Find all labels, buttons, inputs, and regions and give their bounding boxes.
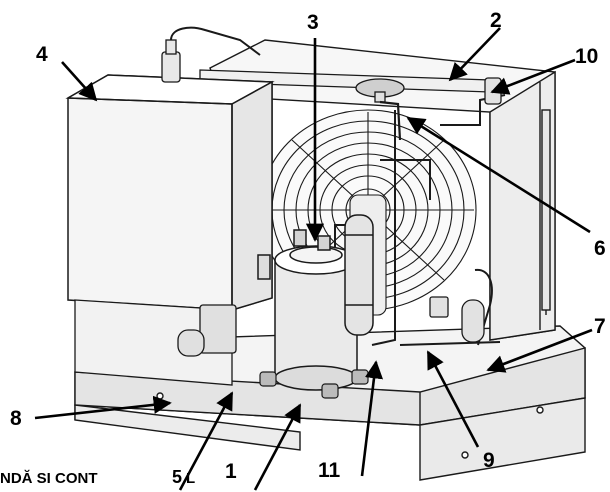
caption-tail: L [186, 470, 196, 487]
callout-9: 9 [483, 449, 495, 472]
compressor [274, 214, 374, 391]
electrical-box [65, 74, 275, 312]
pressure-switch [177, 304, 237, 357]
callout-6: 6 [594, 237, 606, 260]
callout-5: 5 [172, 467, 183, 487]
callout-3: 3 [307, 11, 319, 34]
mounts [259, 369, 369, 399]
callout-10: 10 [575, 45, 599, 68]
callout-4: 4 [36, 43, 48, 66]
leader-lines [34, 27, 593, 491]
caption-text: NDĂ SI CONT [0, 470, 98, 487]
side-panel [74, 299, 233, 386]
callout-11: 11 [318, 459, 341, 482]
callout-2: 2 [490, 9, 502, 32]
callout-8: 8 [10, 407, 22, 430]
callout-7: 7 [594, 315, 606, 338]
pressure-gauge [355, 78, 405, 141]
top-valve [161, 26, 261, 83]
callout-1: 1 [225, 460, 237, 483]
